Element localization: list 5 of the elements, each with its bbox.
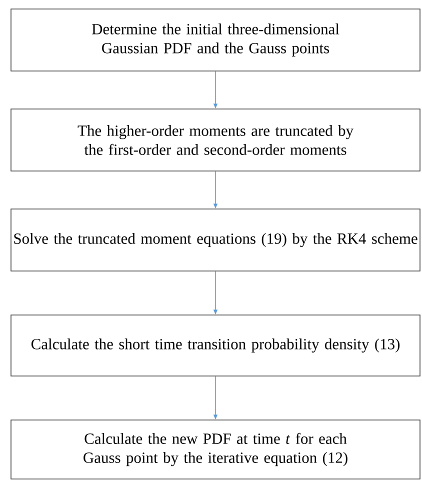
process-box: Solve the truncated moment equations (19) by the RK4 scheme: [10, 208, 420, 272]
process-box: Calculate the new PDF at time t for each Gauss point by the iterative equation (12): [10, 420, 420, 480]
process-box: Calculate the short time transition probability density (13): [10, 314, 420, 376]
process-box: Determine the initial three-dimensional Gaussian PDF and the Gauss points: [10, 8, 420, 72]
process-box: The higher-order moments are truncated by the first-order and second-order moments: [10, 108, 420, 172]
